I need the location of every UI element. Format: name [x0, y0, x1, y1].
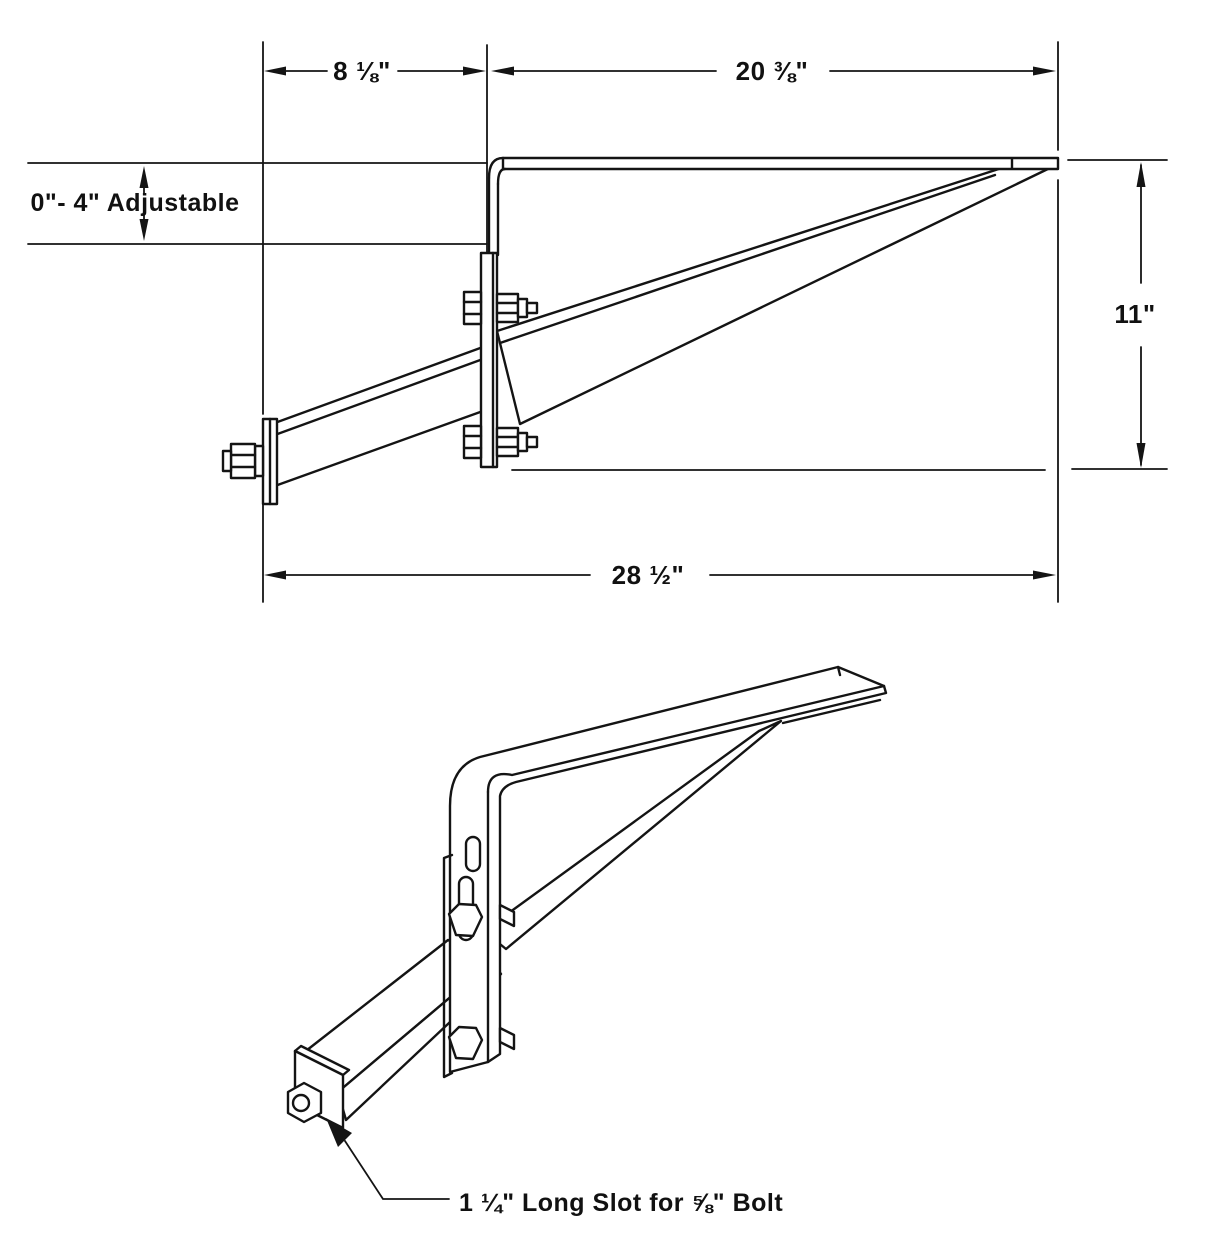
side-lower-arm-tube — [270, 345, 485, 489]
side-view — [221, 156, 1060, 506]
arrow-right-icon — [1033, 66, 1056, 76]
arrow-left-icon — [491, 66, 514, 76]
arrow-right-icon — [463, 66, 486, 76]
arrow-right-icon — [1033, 570, 1056, 580]
callout-leader-line — [344, 1140, 450, 1200]
iso-upper-bolt — [447, 902, 516, 938]
iso-upper-slot — [464, 835, 482, 873]
dim-height-label: 11" — [1114, 299, 1155, 329]
arrow-left-icon — [264, 66, 286, 76]
dim-overall-label: 28 ½" — [612, 560, 685, 590]
dim-adjustable: 0"- 4" Adjustable — [27, 162, 488, 245]
callout-arrow-icon — [326, 1118, 352, 1147]
iso-arm-and-upright — [448, 665, 888, 1074]
iso-view: 1 ¼" Long Slot for ⅝" Bolt — [286, 665, 888, 1217]
callout-label: 1 ¼" Long Slot for ⅝" Bolt — [459, 1189, 783, 1217]
arrow-left-icon — [264, 570, 286, 580]
side-end-bolt — [221, 442, 265, 480]
iso-arm-end-face-edge — [836, 665, 842, 677]
iso-clamp-plate — [442, 853, 454, 1079]
dim-top-left: 8 ⅛" — [264, 56, 486, 86]
iso-diagonal-brace — [482, 719, 783, 951]
dim-height: 11" — [1067, 159, 1168, 470]
iso-brace-under-arm-edge — [781, 698, 882, 725]
dim-top-right: 20 ⅜" — [491, 56, 1056, 86]
side-top-arm — [501, 156, 1060, 171]
arrow-up-icon — [139, 166, 149, 188]
iso-arm-front-top-edge — [486, 684, 886, 794]
arrow-down-icon — [139, 219, 149, 241]
side-corner-bend — [487, 156, 507, 186]
dim-top-right-label: 20 ⅜" — [736, 56, 809, 86]
callout: 1 ¼" Long Slot for ⅝" Bolt — [326, 1118, 783, 1217]
arrow-down-icon — [1136, 443, 1146, 468]
side-lower-bolt — [462, 424, 539, 460]
dim-overall: 28 ½" — [264, 560, 1056, 590]
side-diagonal-brace-edge — [498, 173, 997, 345]
side-lower-arm-edge — [270, 357, 485, 438]
dim-adjustable-label: 0"- 4" Adjustable — [30, 189, 239, 217]
dim-top-left-label: 8 ⅛" — [333, 56, 391, 86]
dimensions: 8 ⅛" 20 ⅜" 0"- 4" Adjustable 11" — [27, 41, 1168, 603]
side-mounting-plate — [479, 251, 499, 469]
side-upright — [487, 176, 500, 257]
iso-end-bolt — [286, 1081, 323, 1124]
iso-lower-bolt — [447, 1025, 516, 1061]
arrow-up-icon — [1136, 162, 1146, 187]
side-diagonal-brace — [495, 164, 1054, 426]
side-upper-bolt — [462, 290, 539, 326]
